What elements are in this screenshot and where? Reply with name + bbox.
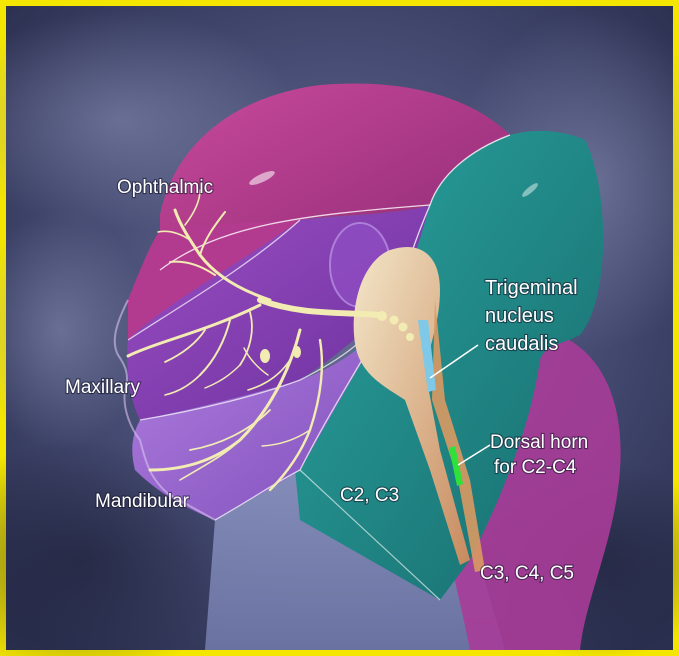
label-mandibular: Mandibular [95, 491, 190, 512]
label-ophthalmic: Ophthalmic [117, 177, 213, 198]
label-trigeminal-line2: nucleus [485, 305, 554, 327]
label-c3-c4-c5: C3, C4, C5 [480, 563, 574, 584]
label-trigeminal-line3: caudalis [485, 333, 558, 355]
label-trigeminal-line1: Trigeminal [485, 277, 578, 299]
label-dorsal-line2: for C2-C4 [494, 457, 577, 478]
label-dorsal-line1: Dorsal horn [490, 432, 588, 453]
label-maxillary: Maxillary [65, 377, 140, 398]
label-c2-c3: C2, C3 [340, 485, 399, 506]
